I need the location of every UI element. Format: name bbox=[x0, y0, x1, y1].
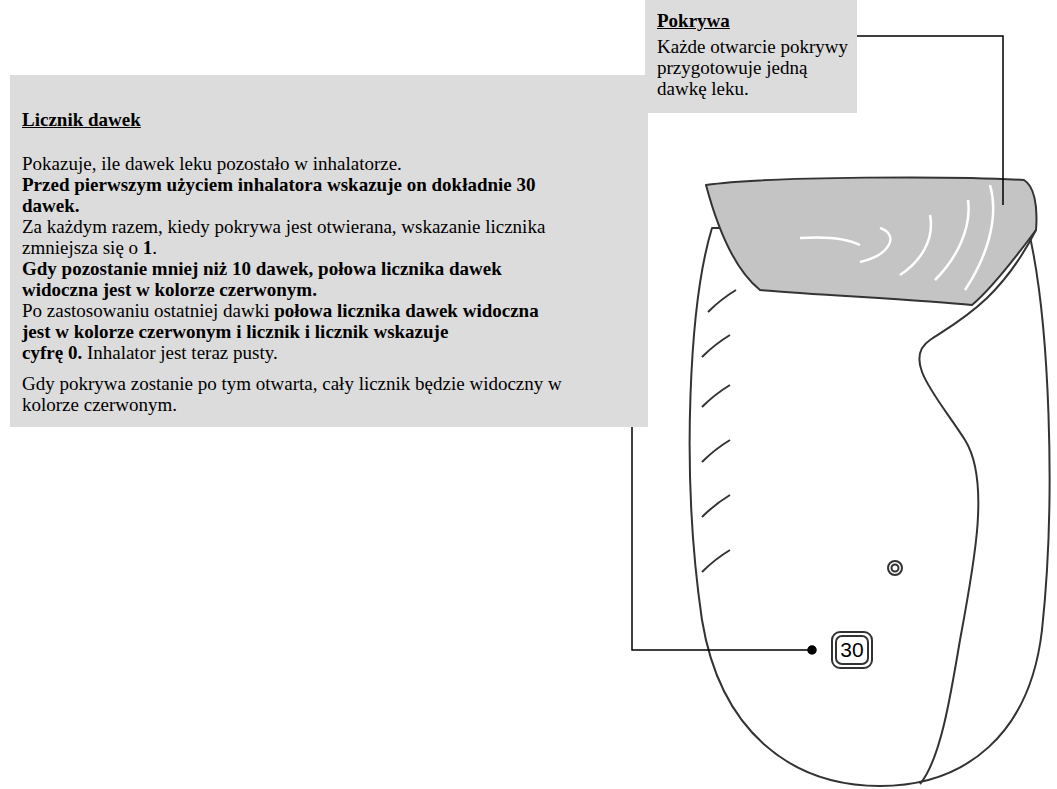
paragraph: Każde otwarcie pokrywy przygotowuje jedn… bbox=[657, 36, 849, 99]
paragraph: Gdy pozostanie mniej niż 10 dawek, połow… bbox=[22, 258, 568, 300]
body-text: Za każdym razem, kiedy pokrywa jest otwi… bbox=[22, 216, 545, 258]
paragraph: Pokazuje, ile dawek leku pozostało w inh… bbox=[22, 153, 568, 174]
callout-heading: Licznik dawek bbox=[22, 109, 568, 131]
inhaler-body bbox=[690, 228, 1050, 786]
body-text: Po zastosowaniu ostatniej dawki bbox=[22, 300, 270, 321]
leader-dot bbox=[808, 646, 816, 654]
bold-text: 1 bbox=[143, 237, 153, 258]
lid-ridge bbox=[900, 215, 931, 275]
callout-box: Licznik dawekPokazuje, ile dawek leku po… bbox=[10, 75, 648, 427]
grip-ridge bbox=[708, 290, 736, 312]
body-text: Gdy pokrywa zostanie po tym otwarta, cał… bbox=[22, 373, 562, 415]
callout-heading: Pokrywa bbox=[657, 10, 849, 32]
body-text: . bbox=[152, 237, 157, 258]
body-text: Każde otwarcie pokrywy przygotowuje jedn… bbox=[657, 36, 848, 99]
paragraph: Za każdym razem, kiedy pokrywa jest otwi… bbox=[22, 216, 568, 258]
counter-number: 30 bbox=[836, 633, 868, 667]
body-text: Pokazuje, ile dawek leku pozostało w inh… bbox=[22, 153, 402, 174]
callout-box: PokrywaKażde otwarcie pokrywy przygotowu… bbox=[645, 0, 857, 113]
grip-ridge bbox=[702, 550, 730, 572]
grip-ridge bbox=[702, 495, 730, 517]
dose-counter-window bbox=[832, 632, 872, 668]
grip-ridge bbox=[702, 440, 730, 462]
body-text: Inhalator jest teraz pusty. bbox=[87, 342, 278, 363]
bold-text: Przed pierwszym użyciem inhalatora wskaz… bbox=[22, 174, 536, 216]
indicator-hole bbox=[888, 561, 902, 575]
body-seam bbox=[919, 230, 1036, 784]
paragraph: Przed pierwszym użyciem inhalatora wskaz… bbox=[22, 174, 568, 216]
lid-ridge bbox=[800, 237, 860, 245]
grip-ridge bbox=[702, 335, 730, 357]
bold-text: Gdy pozostanie mniej niż 10 dawek, połow… bbox=[22, 258, 502, 300]
grip-ridge bbox=[702, 385, 730, 407]
bold-text: 0. bbox=[68, 342, 82, 363]
indicator-hole bbox=[892, 565, 899, 572]
lid-ridge bbox=[860, 228, 890, 262]
inhaler-lid bbox=[706, 177, 1037, 305]
grip-ridges bbox=[702, 290, 736, 572]
paragraph: Po zastosowaniu ostatniej dawkipołowa li… bbox=[22, 300, 568, 363]
lid-ridge bbox=[935, 200, 969, 280]
paragraph: Gdy pokrywa zostanie po tym otwarta, cał… bbox=[22, 373, 568, 415]
